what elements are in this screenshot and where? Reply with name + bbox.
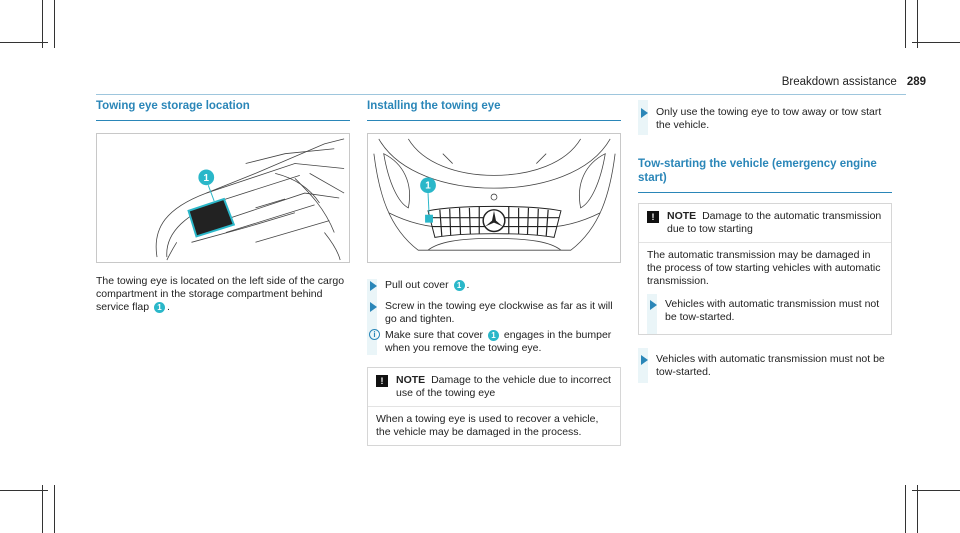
arrow-icon bbox=[641, 108, 648, 118]
arrow-icon bbox=[370, 301, 377, 312]
warning-icon: ! bbox=[647, 210, 659, 223]
cargo-compartment-illustration: 1 bbox=[155, 138, 345, 261]
note-label: NOTE bbox=[396, 373, 426, 386]
arrow-icon bbox=[650, 299, 657, 310]
storage-description: The towing eye is located on the left si… bbox=[96, 274, 345, 313]
crop-mark bbox=[0, 42, 48, 43]
page-number: 289 bbox=[906, 76, 926, 88]
heading-installing: Installing the towing eye bbox=[367, 100, 621, 121]
crop-mark bbox=[905, 485, 906, 533]
figure-cargo-compartment: 1 bbox=[96, 132, 350, 263]
info-note: i Make sure that cover 1 engages in the … bbox=[367, 328, 621, 355]
crop-mark bbox=[917, 0, 918, 48]
step-screw-in: Screw in the towing eye clockwise as far… bbox=[367, 300, 621, 326]
page-header: Breakdown assistance 289 bbox=[782, 76, 926, 88]
figure-marker: 1 bbox=[425, 180, 431, 191]
note-body: When a towing eye is used to recover a v… bbox=[376, 412, 599, 438]
inline-marker: 1 bbox=[154, 301, 166, 313]
step-top-block: Only use the towing eye to tow away or t… bbox=[638, 100, 892, 135]
note-step-block: Vehicles with automatic transmission mus… bbox=[647, 293, 891, 334]
crop-mark bbox=[912, 490, 960, 491]
section-title: Breakdown assistance bbox=[781, 76, 897, 88]
step-no-tow-start: Vehicles with automatic transmission mus… bbox=[638, 353, 892, 379]
column-installing: Installing the towing eye bbox=[367, 100, 621, 446]
note-body: The automatic transmission may be damage… bbox=[647, 248, 881, 287]
figure-marker: 1 bbox=[204, 173, 210, 184]
step-bottom-block: Vehicles with automatic transmission mus… bbox=[638, 347, 892, 383]
note-header: ! NOTE Damage to the vehicle due to inco… bbox=[368, 368, 620, 407]
note-box-towing-eye: ! NOTE Damage to the vehicle due to inco… bbox=[367, 366, 621, 446]
crop-mark bbox=[42, 0, 43, 48]
crop-mark bbox=[54, 0, 55, 48]
note-title: Damage to the automatic transmission due… bbox=[667, 209, 882, 235]
step-pull-cover: Pull out cover 1. bbox=[367, 279, 621, 292]
info-icon: i bbox=[369, 328, 380, 340]
note-header: ! NOTE Damage to the automatic transmiss… bbox=[639, 204, 891, 243]
steps-block: Pull out cover 1. Screw in the towing ey… bbox=[367, 278, 621, 355]
arrow-icon bbox=[641, 354, 648, 365]
inline-marker: 1 bbox=[453, 279, 465, 291]
crop-mark bbox=[917, 485, 918, 533]
column-storage-location: Towing eye storage location bbox=[96, 100, 350, 314]
note-label: NOTE bbox=[667, 209, 697, 222]
figure-front-bumper: 1 bbox=[367, 132, 621, 263]
inline-marker: 1 bbox=[487, 329, 499, 341]
step-only-use: Only use the towing eye to tow away or t… bbox=[638, 106, 892, 132]
note-step: Vehicles with automatic transmission mus… bbox=[647, 298, 883, 324]
heading-tow-starting: Tow-starting the vehicle (emergency engi… bbox=[638, 158, 892, 193]
crop-mark bbox=[0, 490, 48, 491]
crop-mark bbox=[912, 42, 960, 43]
header-rule bbox=[96, 94, 906, 95]
crop-mark bbox=[42, 485, 43, 533]
crop-mark bbox=[905, 0, 906, 48]
heading-storage-location: Towing eye storage location bbox=[96, 100, 350, 121]
column-tow-starting: Only use the towing eye to tow away or t… bbox=[638, 100, 892, 383]
warning-icon: ! bbox=[376, 374, 388, 387]
arrow-icon bbox=[370, 280, 377, 291]
front-grille-illustration: 1 bbox=[373, 138, 616, 251]
note-box-transmission: ! NOTE Damage to the automatic transmiss… bbox=[638, 202, 892, 335]
crop-mark bbox=[54, 485, 55, 533]
note-title: Damage to the vehicle due to incorrect u… bbox=[396, 373, 611, 399]
